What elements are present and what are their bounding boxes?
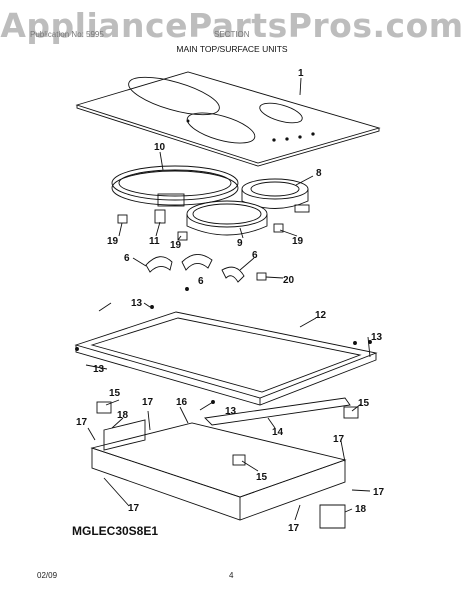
- round-radiant-element-large: [186, 200, 268, 236]
- callout-label: 15: [256, 472, 268, 483]
- watermark-logo: AppliancePartsPros.com: [0, 6, 464, 45]
- mounting-bracket: [232, 454, 246, 466]
- terminal-block: [154, 209, 166, 224]
- callout-label: 17: [142, 397, 154, 408]
- element-bracket: [181, 254, 213, 271]
- cooktop-element-outline-large-left: [128, 76, 220, 116]
- callout-label: 15: [358, 398, 370, 409]
- header-publication-text: Publication No: 5995: [30, 30, 104, 39]
- callout-label: 18: [117, 410, 129, 421]
- mounting-rail: [204, 397, 351, 426]
- callout-label: 17: [373, 487, 385, 498]
- callout-label: 10: [154, 142, 166, 153]
- callout-label: 13: [131, 298, 143, 309]
- callout-label: 19: [292, 236, 304, 247]
- cooktop-element-outline-small: [259, 102, 303, 124]
- element-screw: [256, 272, 267, 281]
- round-radiant-element-small: [241, 178, 310, 213]
- callout-label: 14: [272, 427, 284, 438]
- callout-label: 11: [149, 236, 160, 247]
- callout-label: 12: [315, 310, 327, 321]
- callout-label: 19: [107, 236, 119, 247]
- callout-label: 1: [298, 68, 304, 79]
- cooktop-glass-edge: [76, 105, 380, 167]
- callout-label: 17: [333, 434, 345, 445]
- cooktop-support-frame: [74, 311, 378, 406]
- element-bracket: [145, 256, 173, 273]
- model-number: MGLEC30S8E1: [72, 524, 159, 538]
- element-clip: [177, 231, 188, 241]
- callout-label: 17: [76, 417, 88, 428]
- callout-label: 17: [128, 503, 140, 514]
- callout-label: 8: [316, 168, 322, 179]
- callout-label: 6: [252, 250, 258, 261]
- callout-label: 13: [93, 364, 105, 375]
- element-clip: [273, 223, 284, 233]
- callout-label: 15: [109, 388, 121, 399]
- callout-label: 20: [283, 275, 295, 286]
- callout-label: 17: [288, 523, 300, 534]
- callout-label: 13: [225, 406, 237, 417]
- footer-page-number: 4: [229, 571, 234, 580]
- element-clip: [117, 214, 128, 224]
- callout-label: 18: [355, 504, 367, 515]
- oval-radiant-element: [111, 165, 239, 207]
- mounting-bracket: [96, 401, 112, 414]
- mounting-bracket: [319, 504, 346, 529]
- cooktop-element-outline-large-front: [186, 112, 256, 144]
- callout-label: 19: [170, 240, 182, 251]
- callout-label: 6: [198, 276, 204, 287]
- footer-date: 02/09: [37, 571, 58, 580]
- callout-label: 6: [124, 253, 130, 264]
- callout-label: 16: [176, 397, 188, 408]
- mounting-bracket: [343, 406, 359, 419]
- section-title: MAIN TOP/SURFACE UNITS: [176, 44, 288, 54]
- callout-label: 9: [237, 238, 243, 249]
- callout-label: 13: [371, 332, 383, 343]
- header-section-text: SECTION: [214, 30, 250, 39]
- element-bracket: [221, 266, 245, 283]
